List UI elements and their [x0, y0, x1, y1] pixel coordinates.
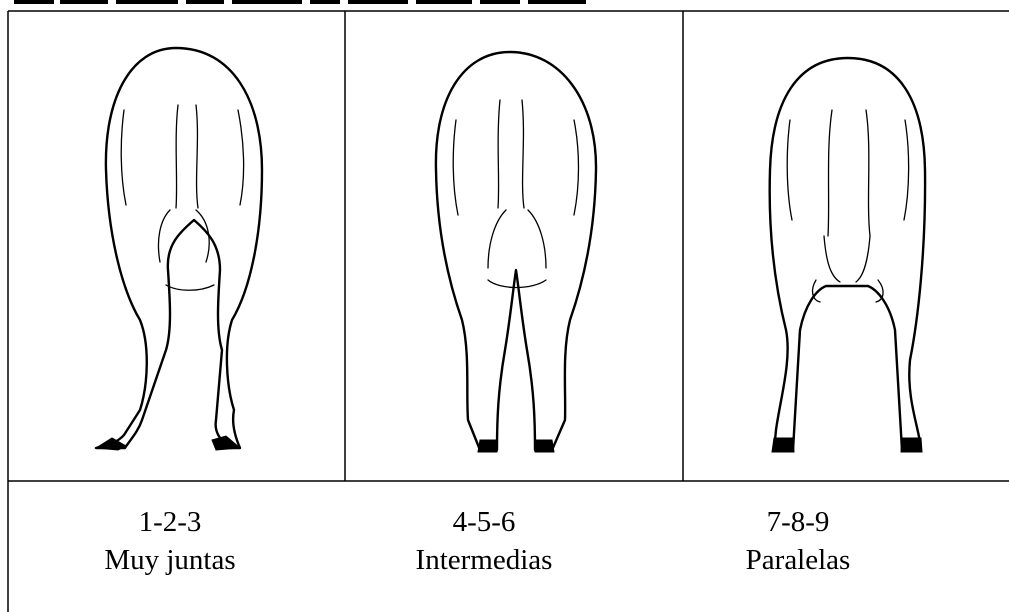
cropped-top-text	[14, 0, 586, 4]
column-3-scores: 7-8-9	[678, 505, 918, 539]
column-3-description: Paralelas	[678, 543, 918, 577]
column-2-description: Intermedias	[364, 543, 604, 577]
column-1-description: Muy juntas	[50, 543, 290, 577]
column-2-scores: 4-5-6	[364, 505, 604, 539]
cow-rear-legs-close-icon	[96, 48, 262, 450]
cow-rear-legs-intermediate-icon	[436, 52, 596, 452]
cow-rear-legs-parallel-icon	[770, 58, 925, 452]
column-1-scores: 1-2-3	[50, 505, 290, 539]
